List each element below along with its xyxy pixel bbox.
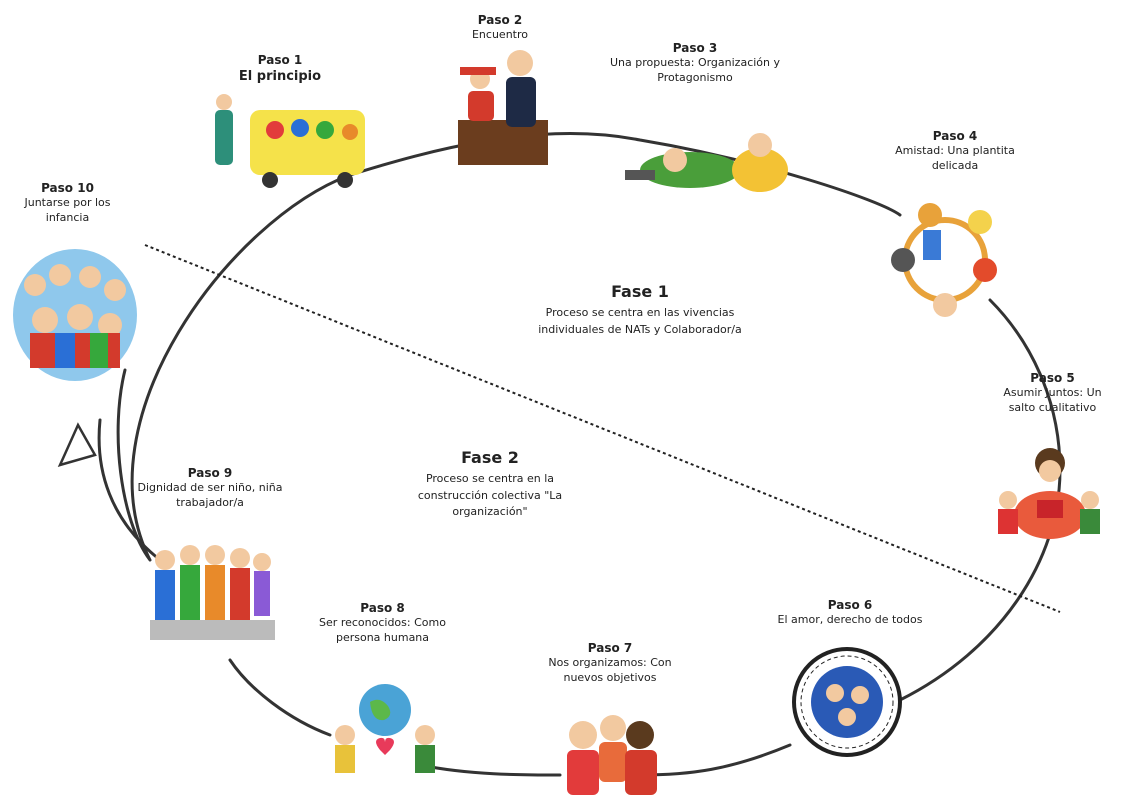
phase-1-title: Fase 1 (611, 282, 669, 301)
step-2-title: Encuentro (471, 28, 528, 42)
step-3-title: Una propuesta: Organización y Protagonis… (609, 56, 781, 85)
step-2-number: Paso 2 (477, 13, 523, 27)
children-on-bus-illustration (215, 94, 365, 188)
step-7-label: Paso 7 Nos organizamos: Con nuevos objet… (535, 640, 685, 686)
step-10-title: Juntarse por los infancia (24, 196, 111, 225)
step-8-label: Paso 8 Ser reconocidos: Como persona hum… (300, 600, 465, 646)
phase-2-description: Proceso se centra en la construcción col… (417, 472, 563, 518)
phase-2-title: Fase 2 (461, 448, 519, 467)
cycle-arrowhead (57, 422, 97, 467)
step-2-label: Paso 2 Encuentro (440, 12, 560, 43)
step-7-title: Nos organizamos: Con nuevos objetivos (548, 656, 672, 685)
step-6-title: El amor, derecho de todos (777, 613, 923, 627)
step-10-number: Paso 10 (41, 181, 94, 195)
step-1-label: Paso 1 El principio (220, 52, 340, 86)
step-4-title: Amistad: Una plantita delicada (895, 144, 1015, 173)
step-8-number: Paso 8 (360, 601, 405, 615)
children-holding-hands-circle-illustration (891, 203, 997, 317)
step-9-title: Dignidad de ser niño, niña trabajador/a (137, 481, 283, 510)
phase-1-label: Fase 1 Proceso se centra en las vivencia… (520, 282, 760, 338)
step-8-title: Ser reconocidos: Como persona humana (319, 616, 446, 645)
children-holding-globe-heart-illustration (335, 684, 435, 773)
step-5-title: Asumir Juntos: Un salto cualitativo (1003, 386, 1102, 415)
group-of-working-children-illustration (150, 545, 275, 640)
step-6-number: Paso 6 (827, 598, 873, 612)
step-1-title: El principio (238, 69, 322, 85)
children-whispering-illustration (567, 715, 657, 795)
cycle-arc-path (116, 131, 1062, 777)
phase-1-description: Proceso se centra en las vivencias indiv… (538, 306, 742, 336)
step-4-label: Paso 4 Amistad: Una plantita delicada (880, 128, 1030, 174)
step-9-label: Paso 9 Dignidad de ser niño, niña trabaj… (135, 465, 285, 511)
step-10-label: Paso 10 Juntarse por los infancia (10, 180, 125, 226)
man-and-child-sitting-illustration (458, 50, 548, 165)
step-9-number: Paso 9 (187, 466, 233, 480)
step-7-number: Paso 7 (587, 641, 633, 655)
world-children-rights-badge-icon (792, 647, 902, 757)
step-1-number: Paso 1 (257, 53, 303, 67)
phase-divider-line (144, 244, 1061, 613)
step-5-label: Paso 5 Asumir Juntos: Un salto cualitati… (990, 370, 1115, 416)
step-6-label: Paso 6 El amor, derecho de todos (745, 597, 955, 628)
phase-2-label: Fase 2 Proceso se centra en la construcc… (390, 448, 590, 521)
step-4-number: Paso 4 (932, 129, 978, 143)
step-3-number: Paso 3 (672, 41, 718, 55)
teacher-with-children-reading-illustration (998, 448, 1100, 539)
children-lying-drawing-illustration (625, 133, 788, 192)
crowd-of-children-globe-illustration (13, 249, 137, 381)
step-3-label: Paso 3 Una propuesta: Organización y Pro… (580, 40, 810, 86)
cycle-return-arc (97, 418, 162, 562)
step-5-number: Paso 5 (1030, 371, 1075, 385)
